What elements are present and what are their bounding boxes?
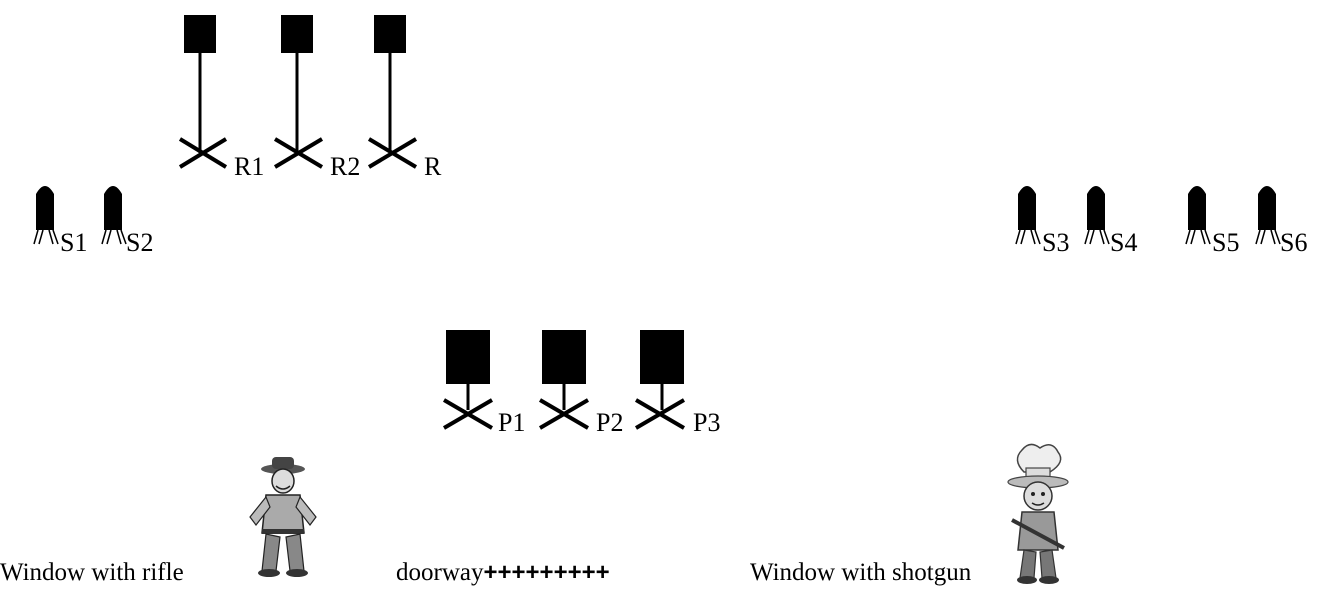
shotgun-target-s6 [1255, 186, 1281, 245]
rifle-target-r2 [273, 15, 324, 169]
pistol-target-label-p2: P2 [596, 408, 624, 437]
shotgun-window-caption: Window with shotgun [750, 559, 972, 586]
shotgun-target-label-s1: S1 [60, 228, 88, 257]
rifle-target-label-r2: R2 [330, 152, 361, 181]
pistol-target-p1 [442, 330, 494, 430]
shotgun-target-s2 [101, 186, 127, 245]
doorway-label: doorway [396, 559, 484, 586]
shotgun-target-label-s5: S5 [1212, 228, 1240, 257]
shotgun-target-s1 [33, 186, 59, 245]
pistol-target-p2 [538, 330, 590, 430]
rifle-target-label-r1: R1 [234, 152, 265, 181]
rifle-window-caption: Window with rifle [0, 559, 184, 586]
cowboy-shotgun-icon [1007, 443, 1069, 584]
shotgun-target-s3 [1015, 186, 1041, 245]
cowboy-rifle-icon [249, 457, 317, 577]
pistol-target-label-p3: P3 [693, 408, 721, 437]
shotgun-target-label-s2: S2 [126, 228, 154, 257]
rifle-target-label-r: R [424, 152, 442, 181]
shotgun-target-s5 [1185, 186, 1211, 245]
shotgun-target-label-s6: S6 [1280, 228, 1308, 257]
doorway-marks: +++++++++ [483, 559, 610, 586]
shotgun-target-label-s4: S4 [1110, 228, 1138, 257]
rifle-target-r1 [178, 15, 228, 169]
doorway-caption: doorway+++++++++ [396, 560, 610, 585]
pistol-target-label-p1: P1 [498, 408, 526, 437]
shotgun-target-label-s3: S3 [1042, 228, 1070, 257]
shotgun-target-s4 [1084, 186, 1110, 245]
pistol-target-p3 [634, 330, 686, 430]
rifle-target-r [367, 15, 418, 169]
